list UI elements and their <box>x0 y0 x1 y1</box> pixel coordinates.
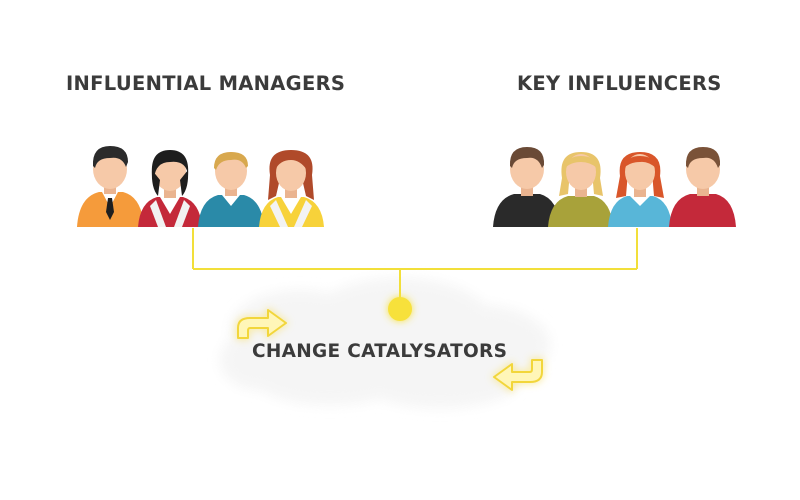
key-influencers-heading: KEY INFLUENCERS <box>517 72 722 95</box>
influencer-avatar-2 <box>548 152 613 227</box>
manager-avatar-1 <box>77 146 144 227</box>
manager-avatar-4 <box>259 150 324 227</box>
influential-managers-heading: INFLUENTIAL MANAGERS <box>66 72 346 95</box>
change-catalysators-label: CHANGE CATALYSATORS <box>252 341 508 362</box>
influencer-avatar-4 <box>669 147 736 227</box>
connector-lines <box>192 228 638 298</box>
cloud-background <box>220 278 550 408</box>
cycle-arrow-left-icon <box>493 359 543 391</box>
cycle-arrow-right-icon <box>237 309 287 339</box>
junction-node <box>388 297 412 321</box>
influencer-avatar-1 <box>493 147 560 227</box>
manager-avatar-2 <box>138 150 202 227</box>
influential-managers-group <box>77 146 324 227</box>
influencer-avatar-3 <box>608 152 672 227</box>
manager-avatar-3 <box>198 152 264 227</box>
key-influencers-group <box>493 147 736 227</box>
